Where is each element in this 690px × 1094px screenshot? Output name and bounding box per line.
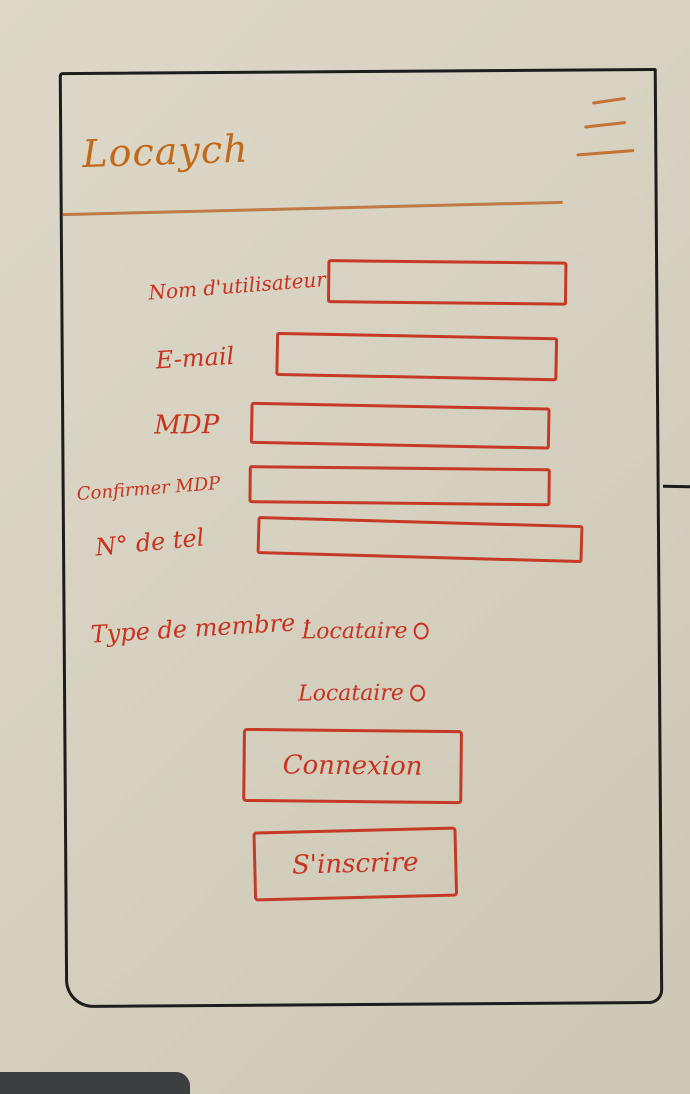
register-button[interactable]: S'inscrire	[252, 826, 459, 902]
menu-line	[576, 149, 635, 157]
field-row-confirm-password: Confirmer MDP	[64, 461, 656, 515]
email-input[interactable]	[275, 331, 559, 382]
connect-button[interactable]: Connexion	[242, 727, 463, 805]
username-input[interactable]	[326, 259, 568, 306]
confirm-password-label: Confirmer MDP	[76, 472, 222, 505]
menu-line	[584, 120, 627, 129]
radio-option-locataire-2[interactable]: Locataire	[297, 680, 425, 707]
password-label: MDP	[154, 409, 220, 441]
radio-option-label: Locataire	[301, 618, 408, 645]
email-label: E-mail	[154, 341, 236, 375]
radio-option-label: Locataire	[297, 680, 404, 707]
field-row-phone: N° de tel	[65, 513, 657, 567]
phone-mockup-frame: Locaych Nom d'utilisateur E-mail MDP Con…	[58, 67, 664, 1009]
field-row-username: Nom d'utilisateur	[63, 251, 655, 306]
username-label: Nom d'utilisateur	[147, 267, 327, 305]
phone-input[interactable]	[256, 516, 584, 564]
radio-circle-icon[interactable]	[413, 622, 429, 640]
frame-edge-mark	[662, 484, 690, 489]
member-type-label: Type de membre :	[89, 607, 312, 649]
app-header: Locaych	[62, 71, 655, 215]
field-row-password: MDP	[64, 399, 656, 453]
confirm-password-input[interactable]	[248, 465, 551, 507]
radio-option-locataire[interactable]: Locataire	[301, 618, 429, 645]
hamburger-menu-icon[interactable]	[576, 93, 635, 163]
password-input[interactable]	[249, 401, 551, 450]
app-title: Locaych	[81, 126, 250, 177]
radio-circle-icon[interactable]	[409, 684, 425, 702]
signup-form: Nom d'utilisateur E-mail MDP Confirmer M…	[63, 251, 655, 564]
whiteboard-frame-corner	[0, 1072, 190, 1094]
field-row-email: E-mail	[64, 331, 656, 385]
menu-line	[591, 96, 626, 105]
phone-label: N° de tel	[93, 523, 206, 562]
